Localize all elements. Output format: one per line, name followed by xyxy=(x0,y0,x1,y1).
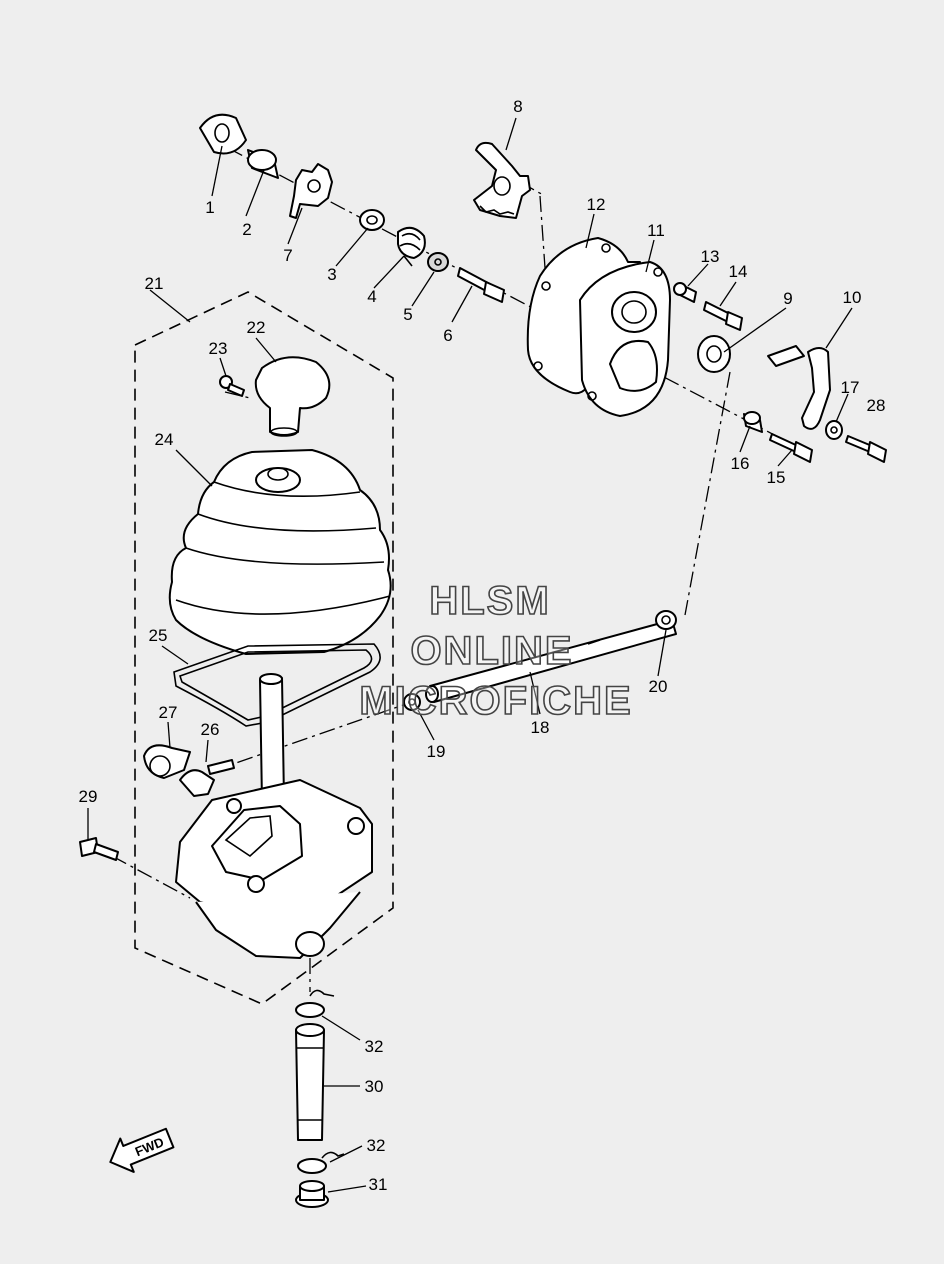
callout-21: 21 xyxy=(145,274,164,293)
part-16-collar xyxy=(743,411,763,433)
watermark-line-2: ONLINE xyxy=(410,629,573,673)
part-4-spring xyxy=(397,226,426,267)
callout-19: 19 xyxy=(427,742,446,761)
part-18-shaft xyxy=(425,619,677,703)
part-2-collar xyxy=(247,149,279,179)
callout-22: 22 xyxy=(247,318,266,337)
part-27-cap xyxy=(143,744,191,779)
callout-20: 20 xyxy=(649,677,668,696)
callout-23: 23 xyxy=(209,339,228,358)
part-5-washer xyxy=(427,252,449,272)
callout-6: 6 xyxy=(443,326,452,345)
part-19-seal xyxy=(403,693,421,711)
callout-27: 27 xyxy=(159,703,178,722)
callout-3: 3 xyxy=(327,265,336,284)
part-11-housing xyxy=(579,261,671,417)
callout-2: 2 xyxy=(242,220,251,239)
part-6-bolt xyxy=(457,267,505,303)
part-10-lever xyxy=(767,345,831,430)
callout-25: 25 xyxy=(149,626,168,645)
part-31-bushing xyxy=(295,1180,329,1208)
watermark-line-3: MICROFICHE xyxy=(359,679,632,723)
part-28-bolt xyxy=(845,435,887,463)
callout-16: 16 xyxy=(731,454,750,473)
callout-1: 1 xyxy=(205,198,214,217)
callout-32-upper: 32 xyxy=(365,1037,384,1056)
callout-17: 17 xyxy=(841,378,860,397)
part-1-cam xyxy=(199,113,247,155)
part-20-nut xyxy=(655,610,677,630)
callout-9: 9 xyxy=(783,289,792,308)
part-23-screw xyxy=(219,375,245,397)
callout-29: 29 xyxy=(79,787,98,806)
callout-18: 18 xyxy=(531,718,550,737)
part-32-clip-upper xyxy=(295,989,335,1018)
part-24-boot xyxy=(168,449,392,655)
callout-8: 8 xyxy=(513,97,522,116)
callout-13: 13 xyxy=(701,247,720,266)
callout-32-lower: 32 xyxy=(367,1136,386,1155)
part-13-pin xyxy=(673,282,697,303)
part-7-gear xyxy=(289,163,333,219)
part-30-pipe xyxy=(295,1023,325,1141)
callout-labels: 1 2 3 4 5 6 7 8 9 10 11 12 13 14 15 16 1… xyxy=(79,97,886,1194)
part-26-bolt xyxy=(179,759,235,797)
part-22-knob xyxy=(254,356,331,437)
watermark: HLSM ONLINE MICROFICHE xyxy=(359,578,632,724)
part-17-washer xyxy=(825,420,843,440)
shift-rod xyxy=(259,673,285,803)
callout-31: 31 xyxy=(369,1175,388,1194)
part-15-bolt xyxy=(769,433,813,463)
callout-10: 10 xyxy=(843,288,862,307)
part-8-sector-gear xyxy=(473,141,531,219)
callout-26: 26 xyxy=(201,720,220,739)
assembly-boundary xyxy=(134,291,394,1005)
part-29-bolt xyxy=(79,837,119,861)
fwd-direction-arrow: FWD xyxy=(109,1127,175,1173)
callout-4: 4 xyxy=(367,287,376,306)
part-32-clip-lower xyxy=(297,1151,345,1174)
callout-24: 24 xyxy=(155,430,174,449)
callout-14: 14 xyxy=(729,262,748,281)
part-9-oil-seal xyxy=(697,335,731,373)
part-3-washer xyxy=(359,209,385,231)
part-14-bolt xyxy=(703,301,743,331)
callout-5: 5 xyxy=(403,305,412,324)
callout-11: 11 xyxy=(647,221,665,240)
callout-12: 12 xyxy=(587,195,606,214)
callout-15: 15 xyxy=(767,468,786,487)
callout-7: 7 xyxy=(283,246,292,265)
watermark-line-1: HLSM xyxy=(429,579,550,623)
shift-housing xyxy=(175,779,373,959)
callout-30: 30 xyxy=(365,1077,384,1096)
callout-leaders xyxy=(87,117,853,1193)
callout-28: 28 xyxy=(867,396,886,415)
